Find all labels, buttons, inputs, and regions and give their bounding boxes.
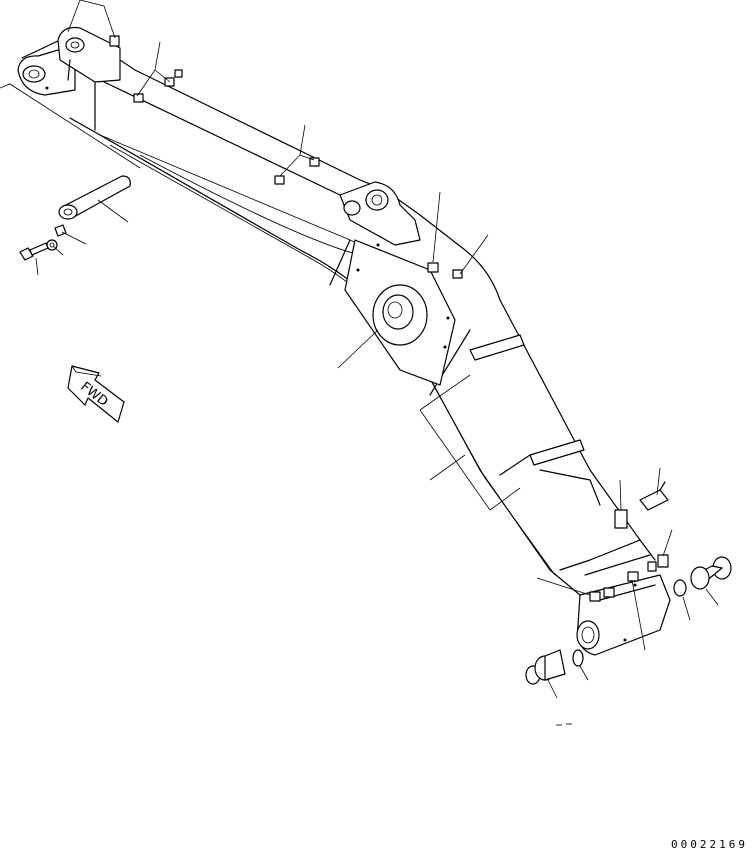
reference-dots: [45, 86, 637, 726]
clamp: [657, 554, 669, 568]
clamp: [452, 269, 463, 279]
clamp: [647, 561, 657, 572]
clamp: [589, 591, 601, 602]
grease-fitting: [639, 481, 669, 511]
upper-cylinder-bracket: [339, 181, 421, 246]
clamp: [627, 571, 639, 582]
boom-body: [21, 39, 656, 596]
bushing-left: [525, 649, 584, 685]
boom-foot-pin-boss: [22, 65, 46, 83]
clamp: [614, 509, 628, 529]
loose-plate: [54, 224, 67, 237]
arm-end-bracket: [576, 574, 671, 656]
clamp: [133, 93, 144, 103]
loose-pin: [58, 175, 131, 220]
clamp: [427, 262, 439, 273]
drawing-number: 00022169: [671, 838, 748, 851]
clamp: [309, 157, 320, 167]
clamp: [174, 69, 183, 78]
pipe-bands: [469, 334, 585, 466]
center-mount-boss: [344, 239, 456, 386]
arm-end-pin-bore: [576, 620, 600, 650]
leader-lines: [0, 0, 719, 699]
bushing-right: [673, 556, 732, 597]
boom-foot: [17, 26, 121, 96]
loose-bolt: [19, 242, 49, 261]
clamp: [274, 175, 285, 185]
forward-direction-arrow: FWD: [67, 365, 125, 423]
clamp: [603, 587, 615, 598]
